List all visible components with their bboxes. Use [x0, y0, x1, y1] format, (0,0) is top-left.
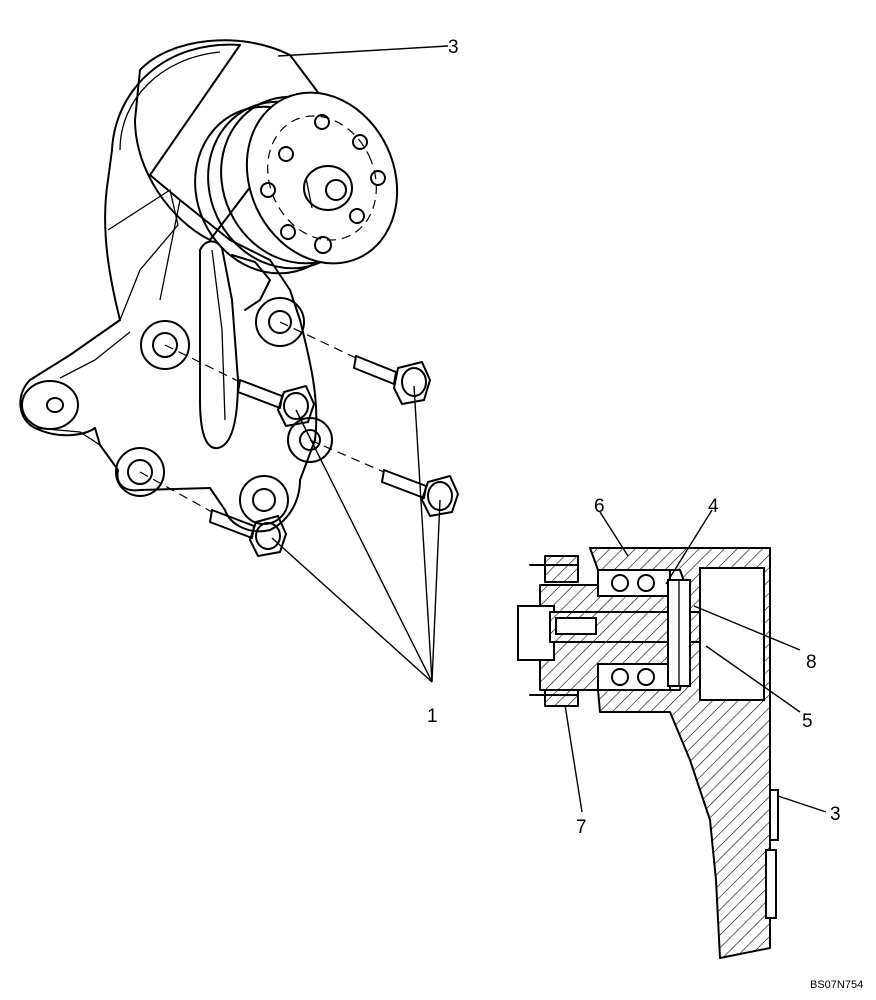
callout-3-top-leader: [277, 45, 449, 57]
bolt-centerlines: [139, 321, 385, 513]
pump-cross-section: [517, 547, 779, 959]
callout-4: 4: [708, 496, 719, 517]
pump-bracket: [19, 43, 333, 533]
callout-7: 7: [576, 817, 587, 838]
callout-5: 5: [802, 711, 813, 732]
callout-1: 1: [427, 706, 438, 727]
pump-pulley-hub: [134, 39, 399, 275]
drawing-code: BS07N754: [810, 979, 863, 991]
callout-3-top: 3: [448, 37, 459, 58]
callout-3-bottom: 3: [830, 804, 841, 825]
callout-8: 8: [806, 652, 817, 673]
bolts: [209, 355, 459, 557]
callout-6: 6: [594, 496, 605, 517]
callout-1-leaders: [271, 385, 441, 683]
cross-section-leaders: [564, 509, 827, 813]
